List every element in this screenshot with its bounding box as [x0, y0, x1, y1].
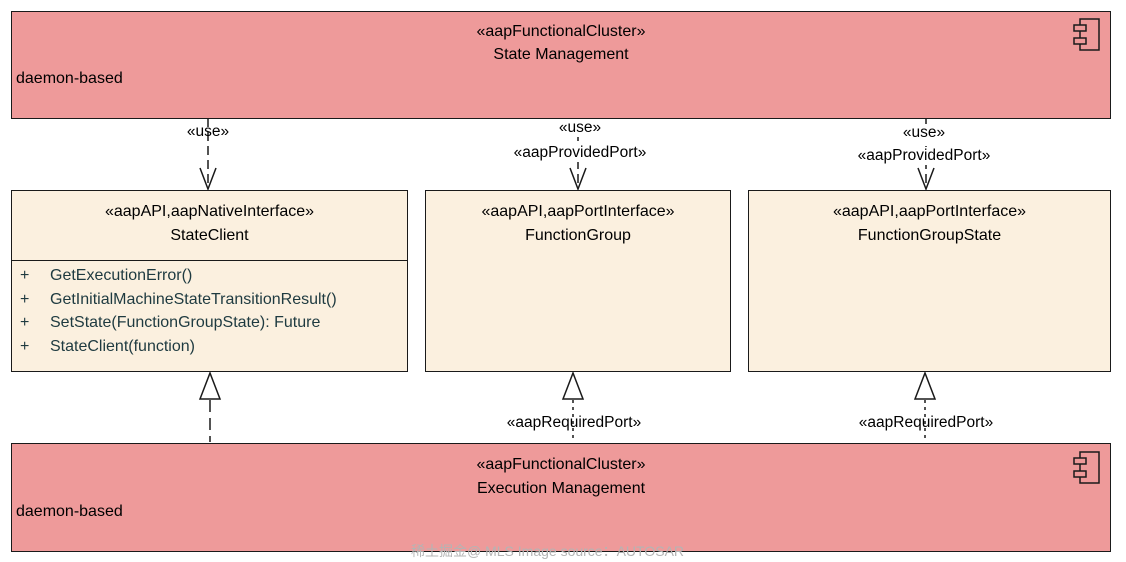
provided-port-label-functiongroupstate: «aapProvidedPort»: [856, 147, 992, 165]
use-label-functiongroupstate: «use»: [901, 124, 947, 142]
stateclient-name: StateClient: [170, 227, 249, 244]
visibility-marker: +: [20, 291, 30, 308]
functiongroupstate-name: FunctionGroupState: [857, 227, 1002, 244]
component-icon: [1073, 451, 1100, 484]
realization-arrowhead-stateclient: [198, 370, 222, 400]
component-icon: [1073, 18, 1100, 51]
realization-arrowhead-functiongroupstate: [913, 370, 937, 400]
operation-signature: StateClient(function): [50, 338, 195, 355]
watermark: 稀土掘金@ MLS Image source：AUTOSAR: [411, 543, 685, 559]
execution-management-component[interactable]: «aapFunctionalCluster» Execution Managem…: [11, 443, 1111, 552]
operation-item: + GetExecutionError(): [20, 267, 192, 285]
execution-management-stereotype: «aapFunctionalCluster»: [476, 456, 646, 473]
required-port-label-functiongroupstate: «aapRequiredPort»: [858, 414, 994, 431]
operation-signature: GetInitialMachineStateTransitionResult(): [50, 291, 337, 308]
stateclient-stereotype: «aapAPI,aapNativeInterface»: [104, 203, 315, 220]
use-arrowhead-stateclient: [199, 167, 217, 192]
operation-item: + SetState(FunctionGroupState): Future: [20, 314, 320, 332]
stateclient-operations: + GetExecutionError() + GetInitialMachineS…: [12, 260, 407, 371]
operation-item: + StateClient(function): [20, 338, 195, 356]
state-management-stereotype: «aapFunctionalCluster»: [476, 23, 646, 40]
operation-signature: SetState(FunctionGroupState): Future: [50, 314, 321, 331]
execution-management-note: daemon-based: [16, 503, 123, 520]
stateclient-interface[interactable]: «aapAPI,aapNativeInterface» StateClient …: [11, 190, 408, 372]
use-label-functiongroup: «use»: [557, 119, 603, 137]
state-management-note: daemon-based: [16, 70, 123, 87]
visibility-marker: +: [20, 267, 30, 284]
use-arrowhead-functiongroup: [569, 167, 587, 192]
operation-item: + GetInitialMachineStateTransitionResult(…: [20, 291, 337, 309]
use-arrowhead-functiongroupstate: [917, 167, 935, 192]
provided-port-label-functiongroup: «aapProvidedPort»: [512, 144, 648, 162]
functiongroupstate-stereotype: «aapAPI,aapPortInterface»: [832, 203, 1027, 220]
use-label-stateclient: «use»: [186, 123, 230, 140]
state-management-component[interactable]: «aapFunctionalCluster» State Management …: [11, 11, 1111, 119]
functiongroup-name: FunctionGroup: [525, 227, 631, 244]
realization-arrowhead-functiongroup: [561, 370, 585, 400]
functiongroupstate-interface[interactable]: «aapAPI,aapPortInterface» FunctionGroupS…: [748, 190, 1111, 372]
visibility-marker: +: [20, 338, 30, 355]
required-port-label-functiongroup: «aapRequiredPort»: [506, 414, 642, 431]
state-management-name: State Management: [493, 46, 629, 63]
functiongroup-interface[interactable]: «aapAPI,aapPortInterface» FunctionGroup: [425, 190, 731, 372]
functiongroup-stereotype: «aapAPI,aapPortInterface»: [481, 203, 675, 220]
visibility-marker: +: [20, 314, 30, 331]
operation-signature: GetExecutionError(): [50, 267, 193, 284]
execution-management-name: Execution Management: [476, 480, 646, 497]
